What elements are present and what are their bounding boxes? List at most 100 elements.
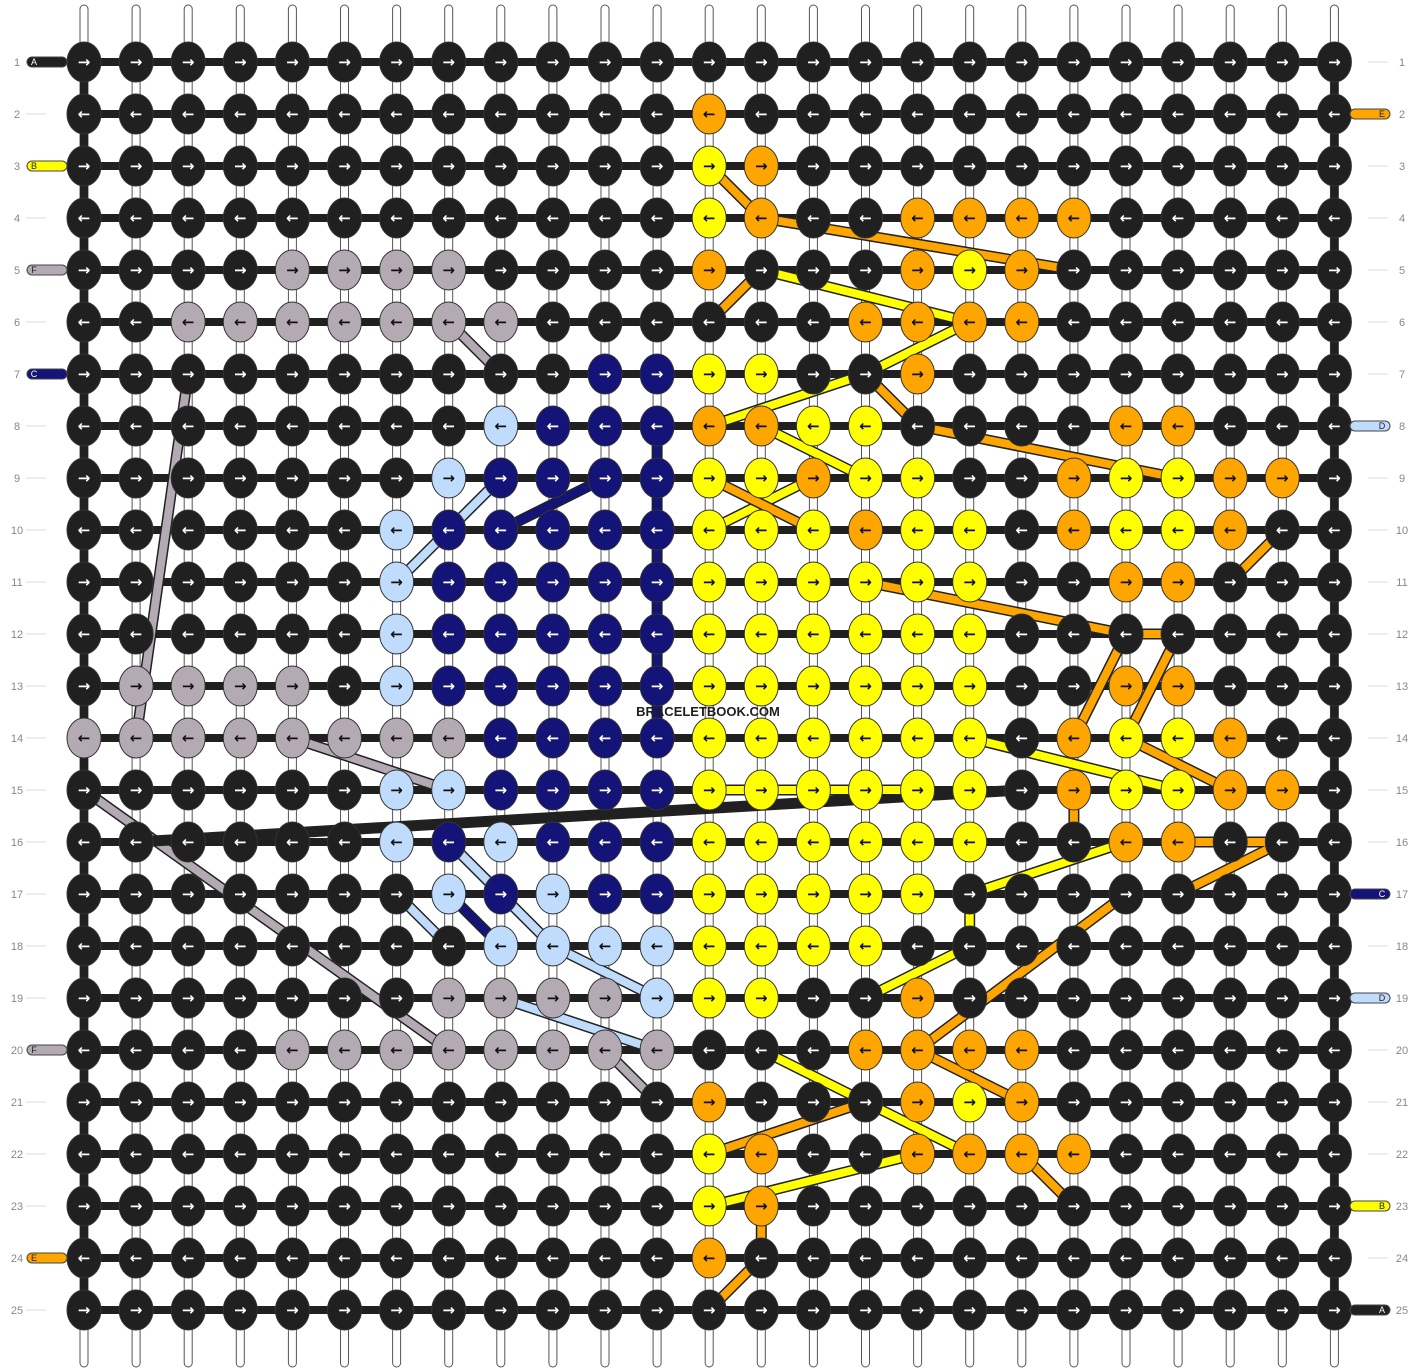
knot-oval [795,405,831,447]
arrow-right-icon: → [390,469,403,487]
arrow-right-icon: → [1172,1197,1185,1215]
arrow-left-icon: ← [1224,833,1237,851]
knot: ← [118,821,154,863]
knot: → [274,873,310,915]
knot-oval [795,717,831,759]
knot: → [118,665,154,707]
knot: ← [483,821,519,863]
knot-oval [535,1289,571,1331]
knot-oval [1160,353,1196,395]
knot-oval [118,1029,154,1071]
arrow-right-icon: → [182,1197,195,1215]
knot-oval [274,197,310,239]
arrow-left-icon: ← [495,417,508,435]
arrow-right-icon: → [130,677,143,695]
knot-oval [1212,405,1248,447]
knot: → [1316,977,1352,1019]
knot: → [639,145,675,187]
knot-oval [1108,925,1144,967]
knot: → [795,1081,831,1123]
knot-oval [587,873,623,915]
knot: ← [639,93,675,135]
knot-oval [1264,1237,1300,1279]
arrow-right-icon: → [1276,53,1289,71]
knot: ← [1056,925,1092,967]
arrow-right-icon: → [78,885,91,903]
arrow-right-icon: → [1068,53,1081,71]
strand-tag-left [26,1252,68,1264]
knot-oval [431,925,467,967]
row-number-right: 20 [1396,1045,1408,1057]
arrow-right-icon: → [911,573,924,591]
arrow-left-icon: ← [963,313,976,331]
arrow-left-icon: ← [963,105,976,123]
knot-oval [222,613,258,655]
arrow-left-icon: ← [1016,313,1029,331]
knot: ← [1264,197,1300,239]
knot-oval [1056,301,1092,343]
knot: → [848,977,883,1019]
arrow-left-icon: ← [651,313,664,331]
knot-oval [952,509,988,551]
arrow-right-icon: → [442,53,455,71]
knot: ← [795,1237,831,1279]
knot: ← [170,1133,206,1175]
knot: ← [1056,405,1092,447]
arrow-left-icon: ← [963,417,976,435]
knot: → [327,41,362,83]
knot: ← [1264,1029,1300,1071]
knot-oval [274,249,310,291]
knot-oval [743,249,779,291]
knot: ← [118,925,154,967]
knot-oval [900,769,936,811]
arrow-left-icon: ← [234,105,247,123]
arrow-left-icon: ← [1016,1249,1029,1267]
arrow-right-icon: → [442,157,455,175]
knot: ← [848,1029,883,1071]
knot-oval [952,1029,988,1071]
arrow-right-icon: → [859,157,872,175]
knot: → [222,769,258,811]
knot-oval [587,1029,623,1071]
knot-oval [848,405,883,447]
arrow-right-icon: → [442,261,455,279]
arrow-left-icon: ← [911,1145,924,1163]
knot: → [743,665,779,707]
strand-tag-right [1349,108,1391,120]
knot: → [1108,873,1144,915]
arrow-right-icon: → [1172,1301,1185,1319]
knot: → [327,1289,362,1331]
knot: ← [431,301,467,343]
knot: ← [795,301,831,343]
arrow-left-icon: ← [1120,1249,1133,1267]
knot: ← [118,717,154,759]
knot-oval [1004,1289,1040,1331]
knot-oval [1316,1133,1352,1175]
arrow-left-icon: ← [807,313,820,331]
knot: → [170,249,206,291]
knot-oval [274,925,310,967]
knot: → [483,561,519,603]
knot: ← [1264,509,1300,551]
arrow-left-icon: ← [495,937,508,955]
knot-oval [795,301,831,343]
knot-oval [952,1133,988,1175]
arrow-left-icon: ← [130,937,143,955]
knot: → [66,1185,102,1227]
knot: → [691,249,727,291]
knot: → [639,1289,675,1331]
knot-oval [327,873,362,915]
knot: ← [327,1133,362,1175]
arrow-right-icon: → [1016,1197,1029,1215]
knot: → [118,145,154,187]
arrow-right-icon: → [1172,573,1185,591]
knot: → [222,145,258,187]
arrow-left-icon: ← [1016,105,1029,123]
arrow-right-icon: → [130,885,143,903]
knot-oval [66,873,102,915]
knot: → [483,1185,519,1227]
arrow-left-icon: ← [703,313,716,331]
knot-oval [118,1185,154,1227]
diagonal-thread [496,994,662,1054]
knot: → [848,769,883,811]
